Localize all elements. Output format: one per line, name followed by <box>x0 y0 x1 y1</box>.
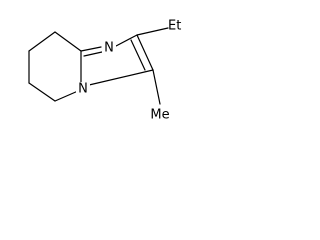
bond-c5-c6 <box>28 82 56 102</box>
atom-label-n4: N <box>78 82 88 97</box>
bond-c8-c8a <box>54 31 82 52</box>
bond-c8a-n1-double-outer <box>80 46 102 52</box>
mask-n4 <box>76 82 90 96</box>
bond-c3-n4 <box>88 69 154 86</box>
bond-n1-c2 <box>115 34 138 47</box>
bond-c2-ethyl <box>136 27 169 36</box>
bond-c2-c3-inner <box>130 39 146 71</box>
atom-label-methyl: Me <box>150 108 169 123</box>
bond-c2-c3-outer <box>136 34 154 71</box>
bond-c7-c8 <box>28 31 56 52</box>
bond-c5-n4 <box>54 90 79 102</box>
bond-c3-methyl <box>152 69 161 105</box>
atom-label-ethyl: Et <box>168 19 181 34</box>
atom-label-n1: N <box>104 41 114 56</box>
bond-c8a-n1-double-inner <box>83 51 103 57</box>
mask-n1 <box>102 41 116 55</box>
chemical-structure-diagram: N N Et Me <box>28 19 181 123</box>
